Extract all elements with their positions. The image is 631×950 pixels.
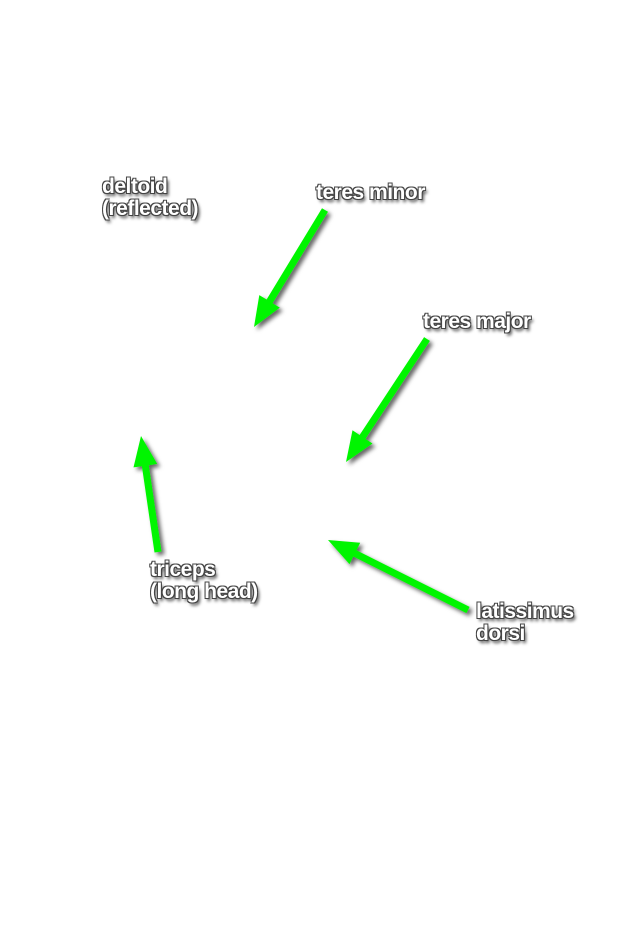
arrow-triceps [133, 436, 162, 553]
label-line: (long head) [150, 580, 258, 603]
arrow-teres-minor [254, 208, 328, 327]
label-teres-major: teres major [423, 311, 531, 333]
label-line: teres minor [316, 181, 425, 204]
arrow-teres-major [346, 337, 430, 462]
label-line: triceps [150, 558, 216, 581]
label-line: latissimus [476, 600, 574, 623]
label-latissimus-dorsi: latissimus dorsi [476, 601, 574, 645]
label-line: (reflected) [102, 197, 199, 220]
label-line: deltoid [102, 175, 168, 198]
label-line: teres major [423, 310, 531, 333]
label-line: dorsi [476, 622, 525, 645]
arrow-latissimus-dorsi [328, 540, 470, 614]
label-teres-minor: teres minor [316, 182, 425, 204]
label-triceps: triceps (long head) [150, 559, 258, 603]
label-deltoid: deltoid (reflected) [102, 175, 199, 220]
